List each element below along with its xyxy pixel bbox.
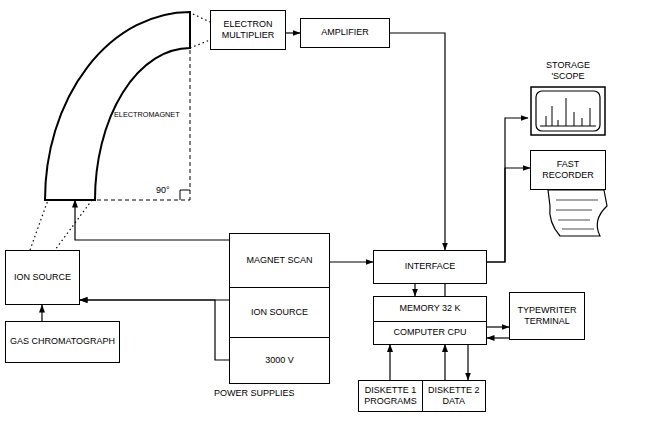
signal-arrow [487, 118, 528, 262]
node-text: COMPUTER CPU [393, 327, 466, 338]
node-text: INTERFACE [405, 261, 456, 272]
node-text: ELECTRON MULTIPLIER [214, 19, 282, 42]
node-text: MEMORY 32 K [399, 303, 460, 314]
power-supply-box: 3000 V [229, 337, 330, 384]
signal-arrow [487, 337, 509, 338]
recorder-paper [548, 190, 607, 236]
electromagnet-shape: ELECTROMAGNET [45, 12, 193, 200]
node-text: AMPLIFIER [321, 27, 369, 38]
chromatograph-box: GAS CHROMATOGRAPH [5, 321, 120, 363]
node-text: 3000 V [265, 355, 294, 366]
ion-beam-line [55, 200, 92, 250]
memory-box: MEMORY 32 K [373, 296, 487, 322]
signal-arrow [41, 305, 42, 321]
node-text: ION SOURCE [251, 307, 308, 318]
power-supply-box: MAGNET SCAN [229, 233, 330, 288]
node-text: ION SOURCE [14, 272, 71, 283]
node-text: GAS CHROMATOGRAPH [10, 336, 115, 347]
signal-arrow [390, 33, 445, 250]
node-text: TYPEWRITER TERMINAL [513, 305, 581, 328]
node-text: ELECTROMAGNET [114, 110, 180, 119]
right-angle-mark [180, 190, 190, 200]
signal-arrow [330, 261, 373, 262]
signal-arrow [75, 200, 229, 240]
signal-arrow [389, 345, 390, 381]
interface-box: INTERFACE [373, 250, 487, 284]
ion-beam-line [30, 200, 48, 250]
node-text: DISKETTE 1 PROGRAMS [362, 385, 419, 408]
signal-arrow [487, 168, 530, 262]
signal-arrow [414, 284, 415, 296]
detector-box: ELECTRON MULTIPLIER [210, 10, 286, 50]
angle-label: 90° [156, 185, 170, 196]
scope-screen [530, 86, 606, 136]
paper-trace [556, 200, 598, 229]
magnet-arc [45, 12, 193, 200]
ion-source-box: ION SOURCE [5, 250, 80, 305]
terminal-box: TYPEWRITER TERMINAL [509, 292, 585, 340]
paper-strip [548, 190, 607, 236]
power-supply-box: ION SOURCE [229, 287, 330, 339]
angle-line [190, 50, 191, 200]
angle-line [97, 200, 190, 201]
cpu-box: COMPUTER CPU [373, 321, 487, 345]
diskette-box: DISKETTE 1 PROGRAMS [358, 380, 423, 412]
diskette-box: DISKETTE 2 DATA [422, 380, 487, 412]
magnet-outline [45, 12, 190, 200]
ion-beam-line [193, 14, 210, 22]
node-text: MAGNET SCAN [247, 255, 313, 266]
signal-arrow [444, 345, 445, 381]
amplifier-box: AMPLIFIER [300, 18, 390, 48]
node-text: STORAGE 'SCOPE [533, 60, 603, 83]
ion-beam-line [190, 40, 210, 48]
signal-arrow [467, 345, 468, 381]
signal-arrow [286, 32, 300, 33]
recorder-box: FAST RECORDER [530, 150, 606, 190]
signal-arrow [487, 326, 509, 327]
scope-display: STORAGE 'SCOPE [528, 60, 608, 144]
group-label: POWER SUPPLIES [214, 388, 295, 399]
node-text: DISKETTE 2 DATA [426, 385, 483, 408]
node-text: FAST RECORDER [534, 159, 602, 182]
